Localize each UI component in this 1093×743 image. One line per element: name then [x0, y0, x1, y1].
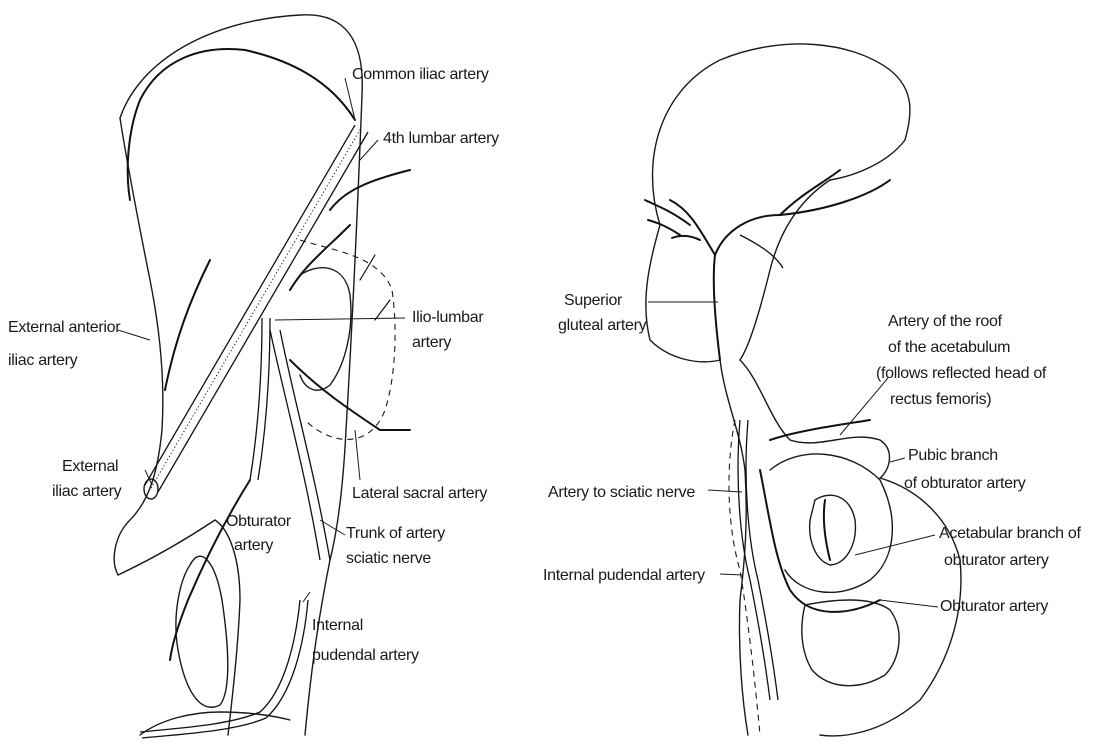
- leader-pubic-branch: [890, 458, 905, 462]
- label-obturator-2: artery: [234, 537, 273, 554]
- leader-roof: [840, 378, 888, 435]
- label-sciatic: Artery to sciatic nerve: [548, 484, 695, 501]
- label-common-iliac-artery: Common iliac artery: [352, 66, 489, 83]
- leader-int-pudendal: [303, 592, 310, 602]
- gluteal-branch-left-3: [672, 236, 700, 240]
- label-pubic-2: of obturator artery: [904, 475, 1026, 492]
- right-acetabulum-outline: [740, 360, 889, 478]
- gluteal-branch-tube: [740, 235, 783, 268]
- leader-ext-anterior: [118, 330, 150, 340]
- label-external-anterior-1: External anterior: [8, 319, 121, 336]
- right-acetabulum-inner: [770, 454, 892, 592]
- label-iliolumbar-2: artery: [412, 334, 451, 351]
- label-lateral-sacral-artery: Lateral sacral artery: [352, 485, 487, 502]
- right-ilium-inner: [740, 180, 830, 360]
- gluteal-branch-upper: [780, 170, 840, 215]
- label-internal-pudendal-2: pudendal artery: [312, 647, 419, 664]
- left-hip-anterior-border: [114, 118, 163, 575]
- sciatic-nerve-artery-tube-edge: [746, 420, 778, 700]
- label-superior-2: gluteal artery: [558, 317, 647, 334]
- internal-iliac-trunk: [250, 318, 262, 480]
- right-ilium-outline: [653, 44, 910, 225]
- external-iliac-artery-vessel: [145, 125, 355, 485]
- label-trunk-sciatic-1: Trunk of artery: [346, 525, 445, 542]
- label-external-iliac-1: External: [62, 458, 118, 475]
- leader-4th-lumbar: [360, 140, 378, 160]
- upper-iliac-crest-branch: [128, 49, 355, 200]
- leader-iliolumbar: [275, 318, 405, 320]
- label-external-anterior-2: iliac artery: [8, 352, 78, 369]
- left-obturator-foramen: [176, 556, 228, 707]
- label-external-iliac-2: iliac artery: [52, 483, 122, 500]
- ilio-lumbar-arrow-2: [375, 300, 390, 320]
- external-anterior-iliac-branch: [165, 260, 210, 390]
- label-acetabular-1: Acetabular branch of: [939, 525, 1082, 542]
- right-obturator-artery-vessel: [760, 470, 880, 612]
- label-obturator-right: Obturator artery: [940, 598, 1048, 615]
- label-roof-3: (follows reflected head of: [876, 365, 1047, 382]
- label-roof-1: Artery of the roof: [888, 313, 1003, 330]
- gluteal-branch-left-2: [648, 220, 680, 235]
- left-auricular-outline: [300, 268, 351, 391]
- leader-obturator-right: [880, 600, 938, 607]
- ilio-lumbar-arrow-1: [360, 255, 375, 280]
- leader-sciatic: [708, 490, 742, 492]
- superior-gluteal-artery-vessel: [714, 180, 890, 360]
- label-internal-pudendal-right: Internal pudendal artery: [543, 567, 705, 584]
- acetabular-branch-vessel: [824, 500, 830, 560]
- superior-gluteal-deep-branch: [670, 200, 715, 255]
- left-panel: [114, 15, 410, 738]
- label-roof-4: rectus femoris): [890, 391, 991, 408]
- label-obturator-1: Obturator: [226, 513, 292, 530]
- label-internal-pudendal-1: Internal: [312, 617, 363, 634]
- right-acetabular-fossa: [810, 495, 856, 565]
- iliolumbar-branch: [290, 225, 350, 290]
- label-superior-1: Superior: [564, 292, 623, 309]
- right-obturator-ring: [802, 600, 899, 686]
- right-panel: [645, 44, 961, 736]
- label-acetabular-2: obturator artery: [944, 552, 1049, 569]
- external-iliac-artery-vessel-edge: [158, 132, 368, 492]
- label-trunk-sciatic-2: sciatic nerve: [346, 550, 431, 567]
- leader-int-pudendal-right: [720, 574, 742, 575]
- leader-acetabular: [855, 535, 935, 555]
- label-iliolumbar-1: Ilio-lumbar: [412, 309, 484, 326]
- label-4th-lumbar-artery: 4th lumbar artery: [383, 130, 499, 147]
- label-roof-2: of the acetabulum: [888, 339, 1010, 356]
- label-pubic-1: Pubic branch: [908, 447, 998, 464]
- left-labels: Common iliac artery 4th lumbar artery Il…: [8, 66, 499, 664]
